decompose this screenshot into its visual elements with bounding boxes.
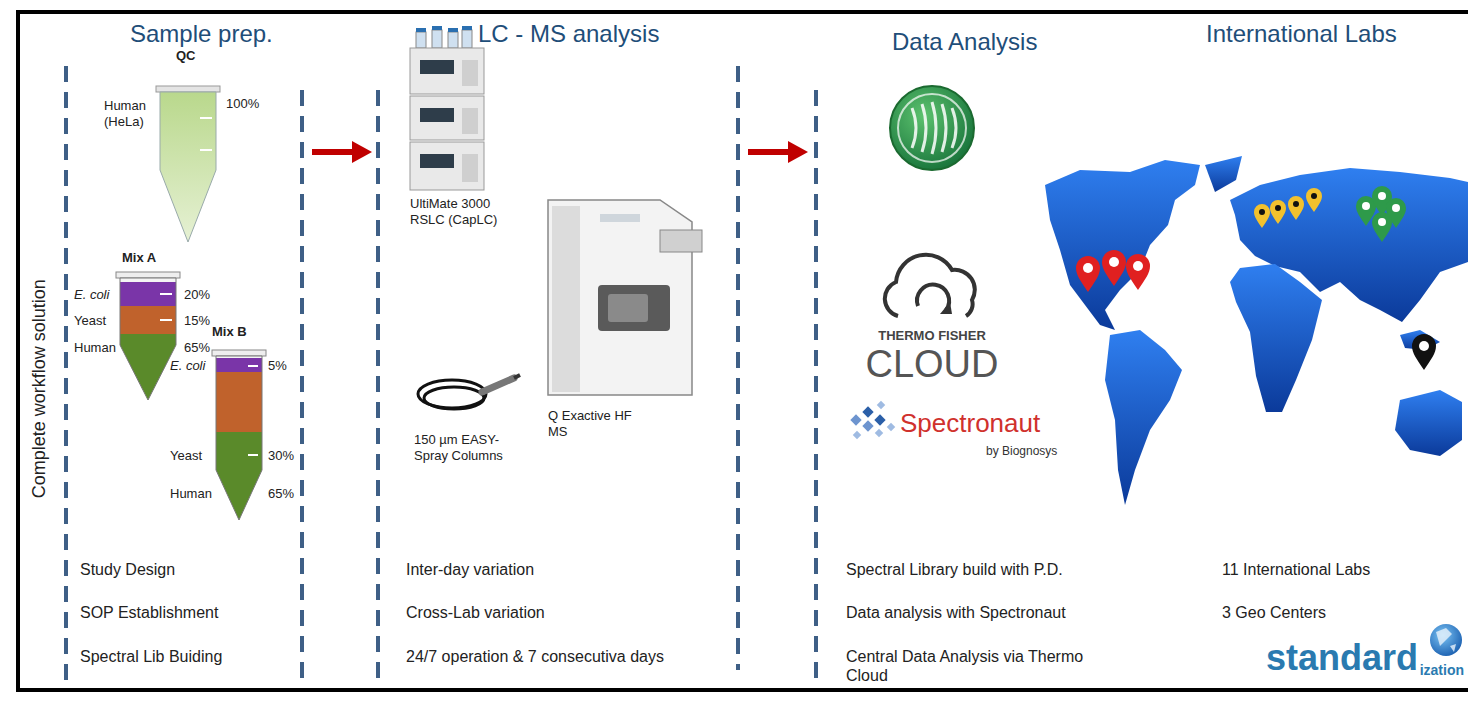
flow-arrow [312,141,808,163]
column-heading: Data Analysis [892,28,1037,57]
step-text: Spectral Library build with P.D. [846,560,1063,579]
spectronaut-icon [850,401,895,439]
step-text: 24/7 operation & 7 consecutiva days [406,647,664,666]
step-text: SOP Establishment [80,603,218,622]
side-label: Complete workflow solution [29,239,51,539]
cloud-icon [885,255,975,316]
step-text: Central Data Analysis via Thermo Cloud [846,647,1106,685]
percentage: 20% [184,287,210,303]
tube-label: Yeast [74,313,106,329]
tube-label: Human (HeLa) [104,98,156,129]
tube-label: Yeast [170,448,202,464]
percentage: 100% [226,96,259,112]
ms-instrument [548,200,702,395]
percentage: 30% [268,448,294,464]
column-heading: LC - MS analysis [478,20,659,49]
lc-system [410,26,484,190]
step-text: Data analysis with Spectronaut [846,603,1066,622]
globe-icon [1430,624,1462,656]
tube-label: Human [74,340,116,356]
qc-tube [156,86,220,242]
step-text: Spectral Lib Buiding [80,647,222,666]
logo-text: THERMO FISHER [872,328,992,344]
step-text: 11 International Labs [1222,560,1370,579]
logo-text: standard [1266,636,1418,679]
column-heading: Sample prep. [130,20,273,49]
mix-b-tube [212,350,266,522]
percentage: 65% [268,486,294,502]
tube-label: Human [170,486,212,502]
column-divider [66,66,816,688]
tube-label: E. coli [74,287,109,303]
tube-title: Mix A [122,250,156,266]
lab-pin [1076,186,1436,370]
column-heading: International Labs [1206,20,1397,49]
instrument-label: 150 µm EASY- Spray Columns [414,432,514,463]
mix-a-tube [116,272,180,404]
pd-logo [890,86,974,170]
step-text: Inter-day variation [406,560,534,579]
tube-title: Mix B [212,324,247,340]
percentage: 65% [184,340,210,356]
step-text: Study Design [80,560,175,579]
percentage: 5% [268,358,287,374]
instrument-label: UltiMate 3000 RSLC (CapLC) [410,196,520,227]
percentage: 15% [184,313,210,329]
logo-text: CLOUD [852,342,1012,388]
tube-label: E. coli [170,358,205,374]
logo-text: ization [1420,662,1464,679]
logo-text: by Biognosys [986,444,1057,458]
frame [18,12,1468,690]
logo-text: Spectronaut [900,408,1040,439]
column-coil [418,375,520,409]
world-map [1045,156,1468,505]
tube-title: QC [176,48,196,64]
step-text: Cross-Lab variation [406,603,545,622]
instrument-label: Q Exactive HF MS [548,408,648,439]
step-text: 3 Geo Centers [1222,603,1326,622]
